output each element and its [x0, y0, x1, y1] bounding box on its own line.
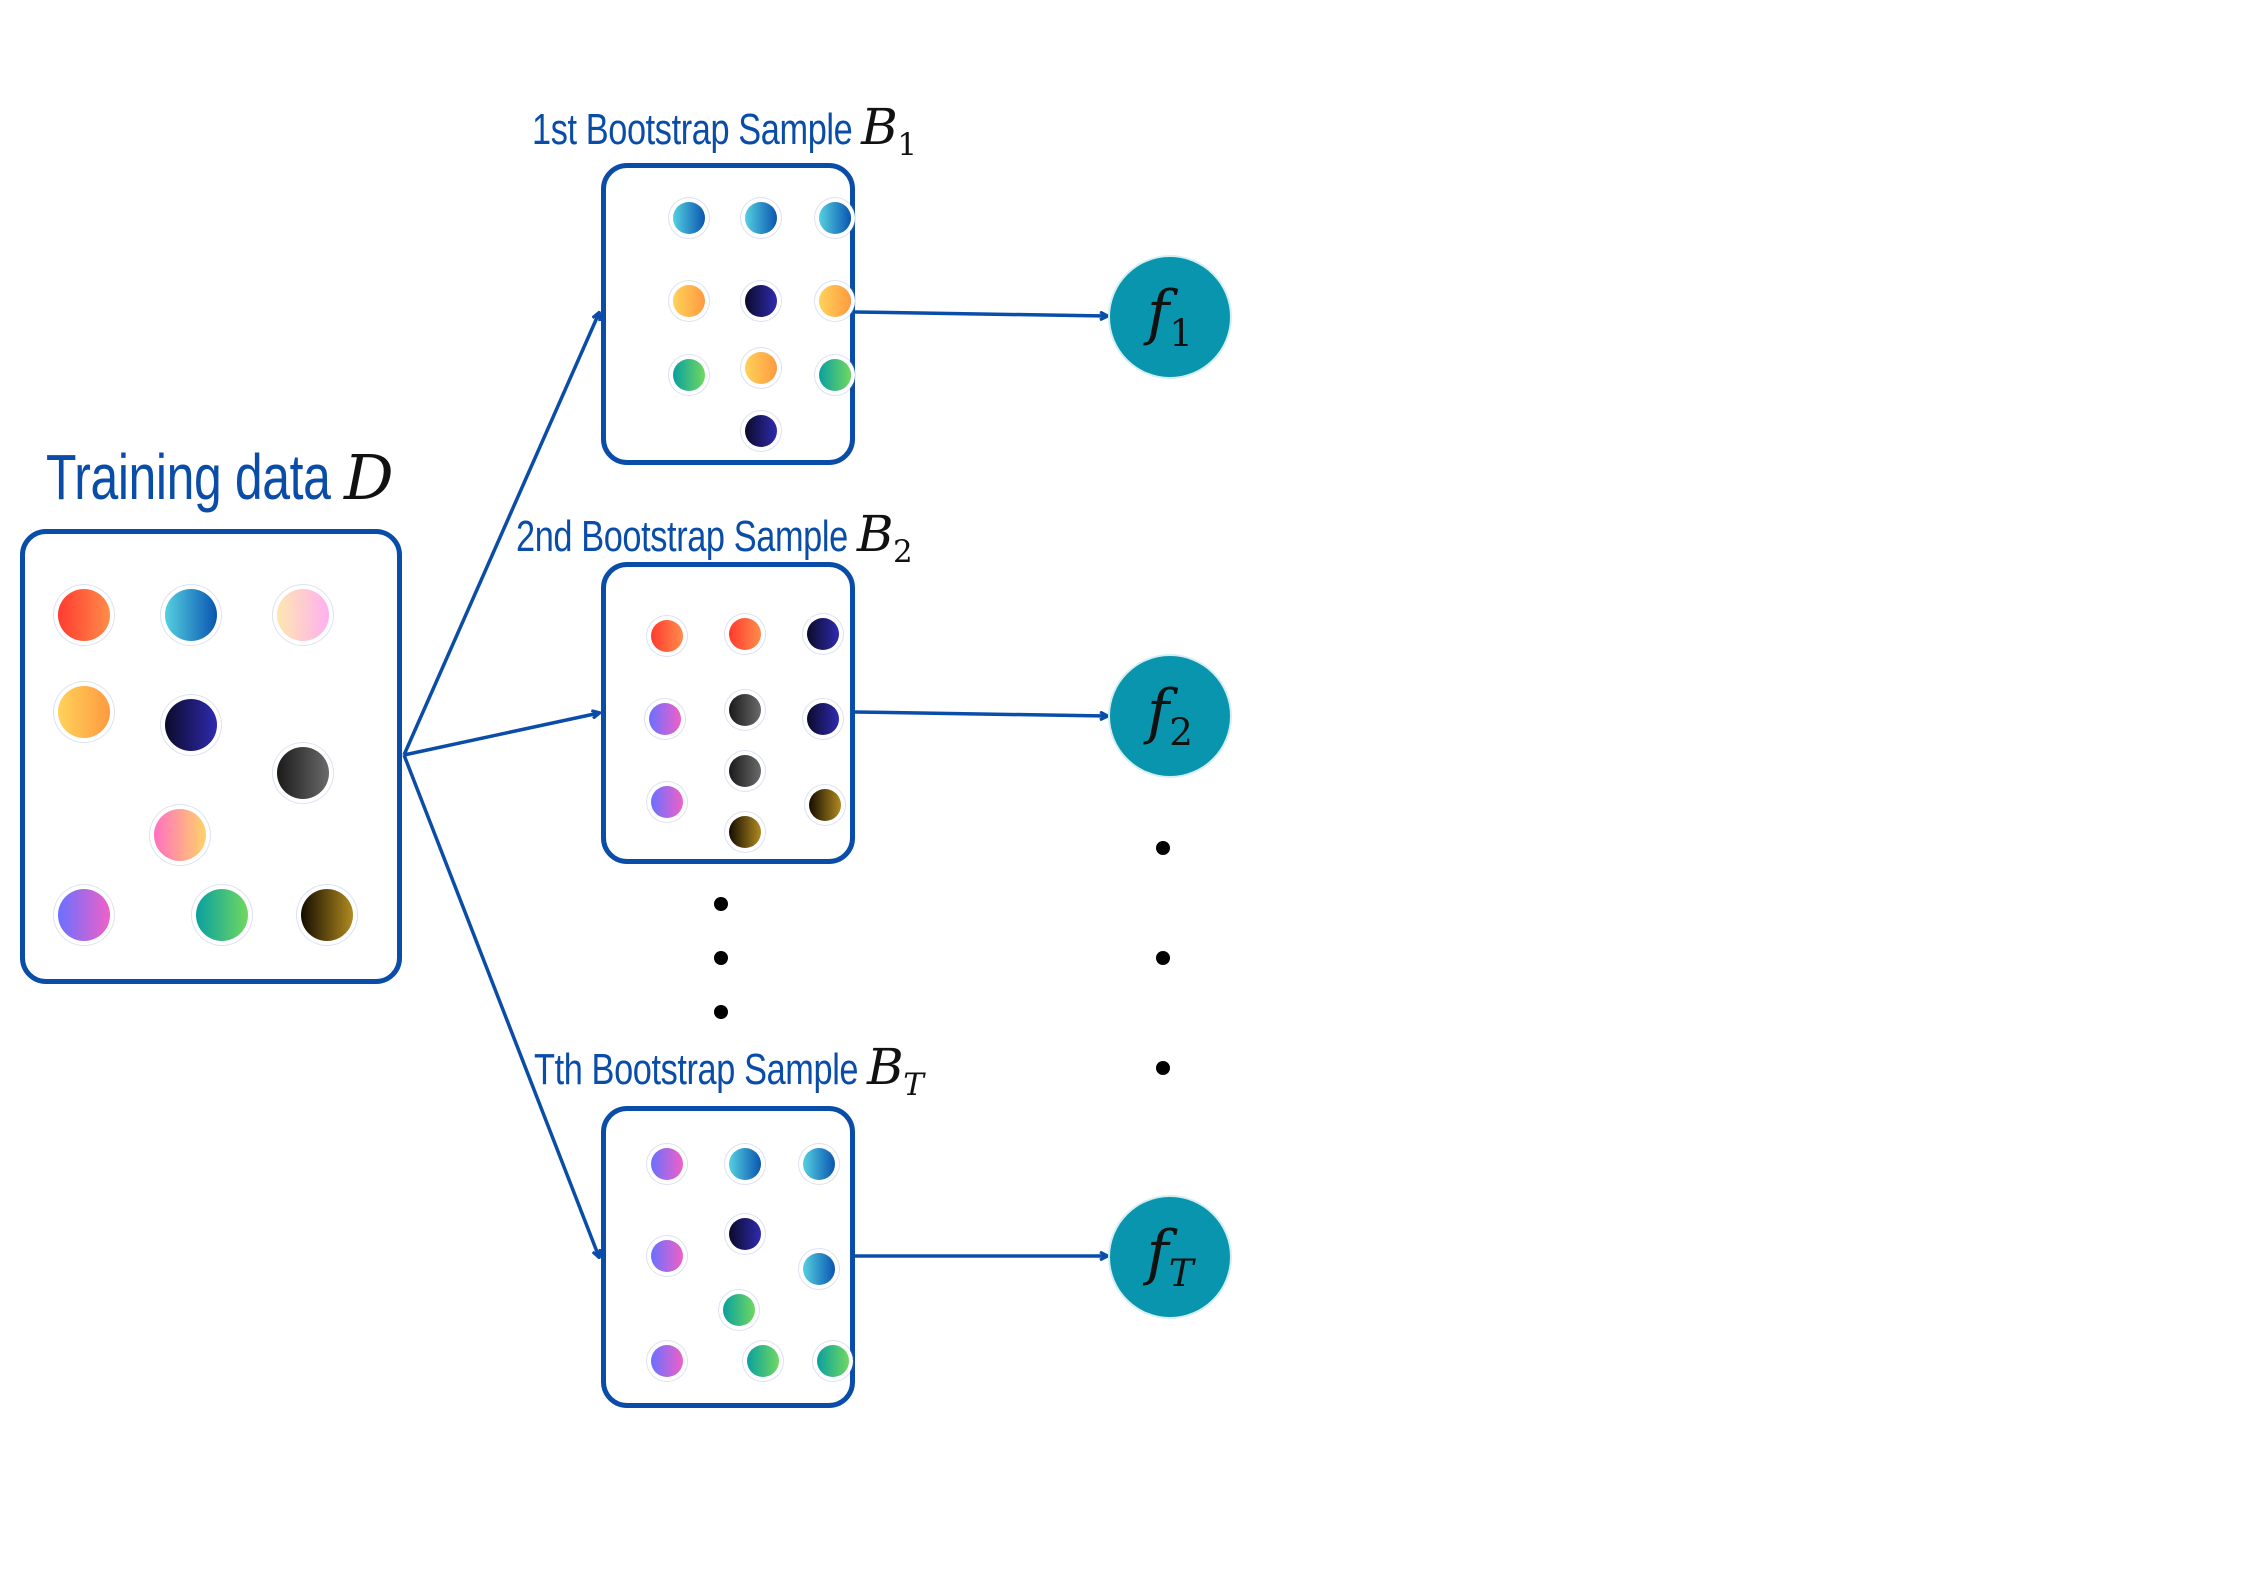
- sample-2-point: [651, 620, 683, 652]
- training-point: [154, 809, 206, 861]
- sample-2-title: 2nd Bootstrap Sample B2: [516, 505, 913, 570]
- model-1-node: f1: [1110, 257, 1230, 377]
- sample-t-point: [803, 1148, 835, 1180]
- ellipsis-dot-samples-2: [714, 951, 728, 965]
- arrow-to-model-1: [854, 310, 1107, 316]
- sample-1-label: 1st Bootstrap Sample: [532, 105, 853, 154]
- sample-1-point: [745, 352, 777, 384]
- training-point: [165, 589, 217, 641]
- training-point: [58, 889, 110, 941]
- sample-1-point: [819, 285, 851, 317]
- ellipsis-dot-models-3: [1156, 1061, 1170, 1075]
- sample-t-point: [817, 1345, 849, 1377]
- sample-2-point: [807, 703, 839, 735]
- sample-2-point: [729, 816, 761, 848]
- arrow-to-sample-2: [403, 713, 599, 757]
- ellipsis-dot-samples-3: [714, 1005, 728, 1019]
- model-2-symbol: f2: [1147, 677, 1193, 755]
- training-point: [277, 589, 329, 641]
- arrow-to-model-2: [854, 710, 1107, 716]
- sample-1-point: [745, 202, 777, 234]
- sample-t-label: Tth Bootstrap Sample: [534, 1045, 859, 1094]
- training-point: [58, 589, 110, 641]
- training-point: [165, 699, 217, 751]
- training-point: [196, 889, 248, 941]
- training-point: [277, 747, 329, 799]
- sample-2-label: 2nd Bootstrap Sample: [516, 512, 848, 561]
- sample-t-point: [651, 1345, 683, 1377]
- sample-1-point: [673, 359, 705, 391]
- sample-2-point: [809, 789, 841, 821]
- ellipsis-dot-models-2: [1156, 951, 1170, 965]
- sample-t-point: [651, 1240, 683, 1272]
- training-data-label: Training data: [46, 441, 331, 513]
- training-point: [58, 686, 110, 738]
- model-1-symbol: f1: [1147, 278, 1193, 356]
- training-data-symbol: D: [343, 441, 394, 514]
- sample-2-point: [651, 786, 683, 818]
- ellipsis-dot-samples-1: [714, 897, 728, 911]
- sample-2-point: [729, 618, 761, 650]
- sample-2-point: [729, 755, 761, 787]
- sample-1-point: [673, 202, 705, 234]
- sample-1-point: [819, 202, 851, 234]
- sample-t-point: [729, 1148, 761, 1180]
- model-t-node: fT: [1110, 1197, 1230, 1317]
- sample-t-title: Tth Bootstrap Sample BT: [534, 1038, 924, 1103]
- sample-2-point: [649, 703, 681, 735]
- model-2-node: f2: [1110, 656, 1230, 776]
- sample-1-box: [601, 163, 855, 465]
- sample-1-point: [745, 415, 777, 447]
- sample-1-point: [673, 285, 705, 317]
- sample-t-point: [803, 1253, 835, 1285]
- sample-2-point: [807, 618, 839, 650]
- sample-t-symbol: BT: [867, 1038, 924, 1103]
- ellipsis-dot-models-1: [1156, 841, 1170, 855]
- training-data-title: Training data D: [46, 440, 394, 514]
- arrow-to-sample-t: [402, 754, 599, 1257]
- sample-t-point: [651, 1148, 683, 1180]
- training-point: [301, 889, 353, 941]
- sample-t-point: [747, 1345, 779, 1377]
- sample-1-symbol: B1: [861, 98, 917, 163]
- sample-2-point: [729, 694, 761, 726]
- sample-2-symbol: B2: [856, 505, 913, 570]
- sample-1-point: [819, 359, 851, 391]
- sample-t-point: [723, 1294, 755, 1326]
- model-t-symbol: fT: [1146, 1218, 1194, 1296]
- sample-1-point: [745, 285, 777, 317]
- sample-t-point: [729, 1218, 761, 1250]
- arrow-to-sample-1: [402, 313, 599, 756]
- sample-1-title: 1st Bootstrap Sample B1: [532, 98, 917, 163]
